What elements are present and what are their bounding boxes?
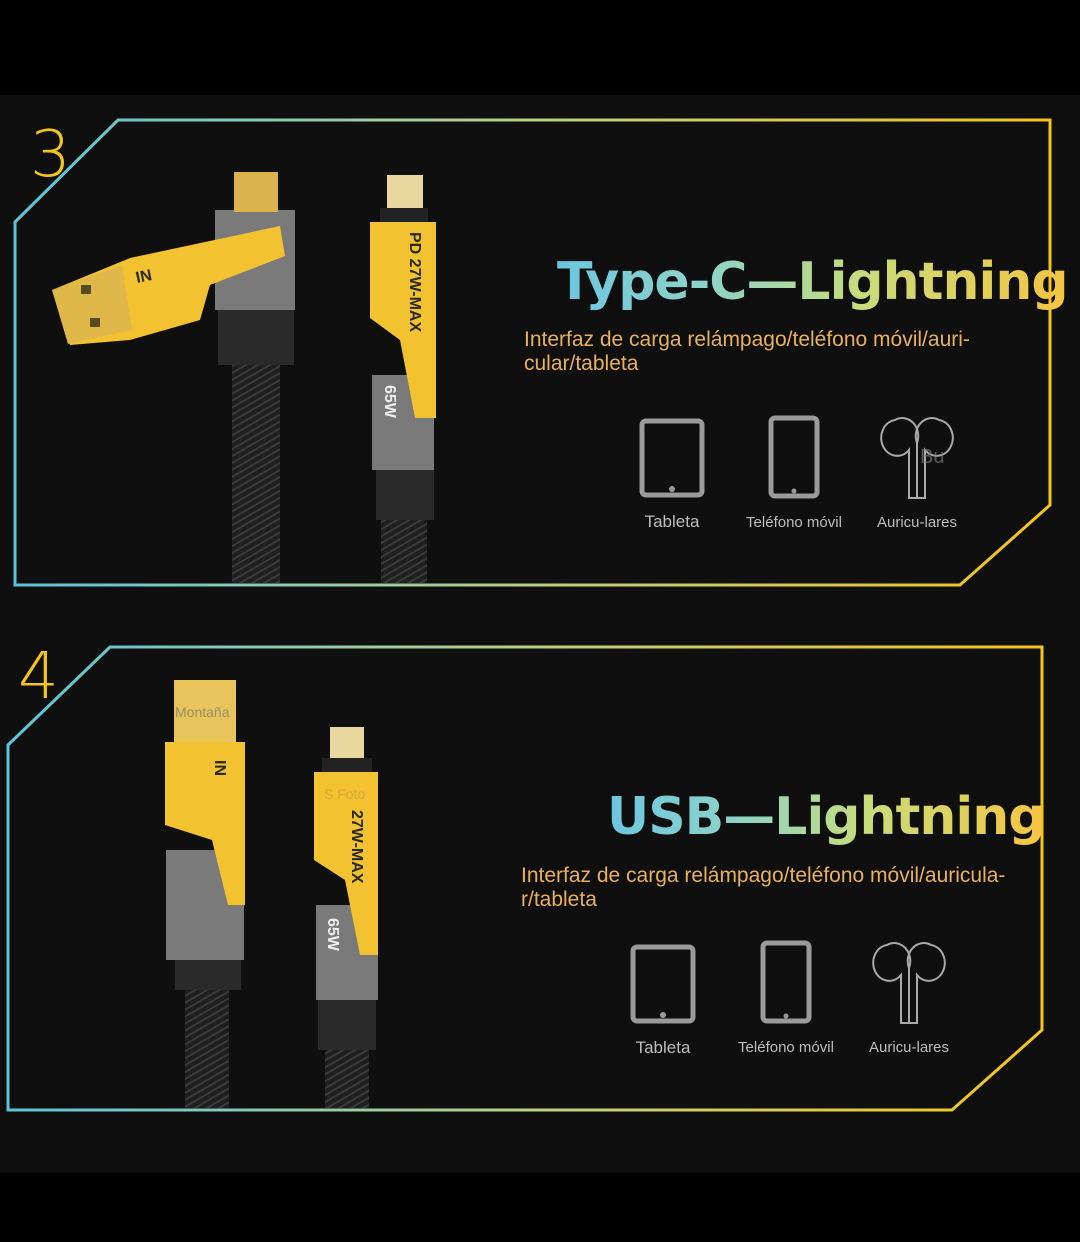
svg-text:27W-MAX: 27W-MAX bbox=[348, 810, 365, 884]
lightning-cable-2: 27W-MAX 65W bbox=[314, 727, 378, 1108]
watermark: Montaña bbox=[175, 704, 230, 720]
svg-text:PD 27W-MAX: PD 27W-MAX bbox=[406, 232, 423, 332]
watermark: Bu bbox=[920, 446, 945, 468]
tablet-icon bbox=[630, 944, 696, 1024]
svg-text:65W: 65W bbox=[381, 385, 398, 419]
panel-3-frame bbox=[13, 118, 1052, 587]
section-title: Type-C—Lightning bbox=[557, 252, 1069, 312]
device-earphones: Auricu-lares bbox=[862, 415, 972, 530]
tablet-icon bbox=[639, 418, 705, 498]
top-bar bbox=[0, 0, 1080, 95]
section-number: 4 bbox=[18, 640, 59, 714]
phone-icon bbox=[768, 415, 820, 499]
device-tablet: Tableta bbox=[608, 944, 718, 1056]
panel-4-frame bbox=[6, 645, 1044, 1112]
earphones-icon bbox=[880, 417, 954, 499]
bottom-bar bbox=[0, 1173, 1080, 1242]
svg-text:IN: IN bbox=[134, 267, 153, 287]
device-earphones: Auricu-lares bbox=[854, 940, 964, 1055]
lightning-cable: PD 27W-MAX 65W bbox=[370, 175, 436, 583]
svg-text:65W: 65W bbox=[324, 918, 341, 952]
device-phone: Teléfono móvil bbox=[739, 415, 849, 530]
device-tablet: Tableta bbox=[617, 418, 727, 530]
typec-cable: IN bbox=[52, 172, 295, 583]
section-description: Interfaz de carga relámpago/teléfono móv… bbox=[524, 328, 970, 375]
earphones-icon bbox=[872, 942, 946, 1024]
phone-icon bbox=[760, 940, 812, 1024]
svg-text:IN: IN bbox=[211, 760, 228, 776]
section-title: USB—Lightning bbox=[607, 787, 1045, 847]
usb-cable: IN bbox=[165, 680, 245, 1108]
device-phone: Teléfono móvil bbox=[731, 940, 841, 1055]
section-description: Interfaz de carga relámpago/teléfono móv… bbox=[521, 864, 1006, 911]
watermark: S Foto bbox=[324, 786, 366, 802]
section-number: 3 bbox=[30, 118, 71, 192]
